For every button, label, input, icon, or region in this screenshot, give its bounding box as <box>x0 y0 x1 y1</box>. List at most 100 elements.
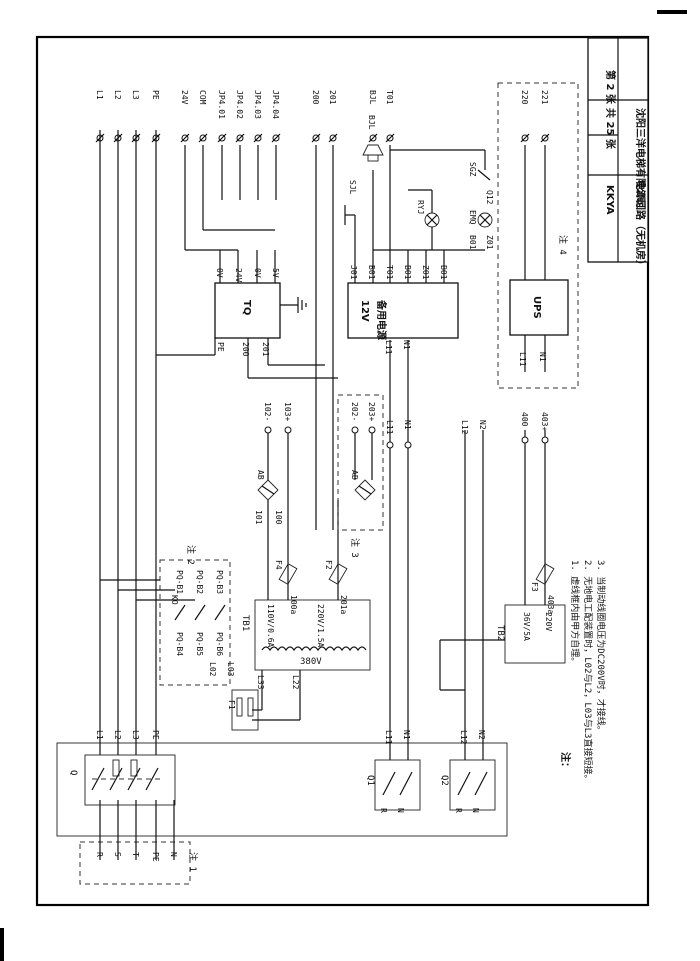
top-terminal-label: PE <box>151 90 160 100</box>
top-terminal-label: COM <box>198 90 207 105</box>
label-q12: Q12 <box>485 190 494 205</box>
top-terminal-slash <box>198 133 208 143</box>
terminal-400: 400 <box>520 412 529 427</box>
label-l02: L02 <box>208 662 217 677</box>
label-b01-d: B01 <box>468 235 477 250</box>
q1-r: R <box>379 808 388 813</box>
top-terminal-label: 221 <box>540 90 549 105</box>
label-z01-b: Z01 <box>485 235 494 250</box>
notes-heading: 注： <box>559 752 572 772</box>
tb1-primary: 380V <box>300 657 322 667</box>
top-terminal-label: 201 <box>328 90 337 105</box>
label-bjl: BJL <box>367 115 376 130</box>
terminal-t: T <box>131 852 140 857</box>
top-terminal-slash <box>368 133 378 143</box>
note-1: 1. 虚线框内由甲方自理。 <box>569 560 581 666</box>
top-terminal-slash <box>540 133 550 143</box>
label-pq-b5: PQ-B5 <box>195 632 204 656</box>
tb1-name: TB1 <box>240 615 250 631</box>
note-tag-4: 注 4 <box>557 235 569 255</box>
backup-j01: J01 <box>349 265 358 280</box>
backup-power: 12V 备用电源 J01 B01 T01 B01 Z01 B01 L11 N1 … <box>344 115 494 355</box>
drawing-name: 电源回路（无机房） <box>634 180 647 270</box>
q1-l11: L11 <box>384 730 393 745</box>
terminal-r: R <box>95 852 104 857</box>
rectifier-ab1: AB 101 100 102- 103+ <box>254 402 292 600</box>
label-l22: L22 <box>291 675 300 690</box>
tq-pe: PE <box>216 342 225 352</box>
ups-block: UPS L11 N1 注 4 <box>497 82 579 389</box>
label-pq-b4: PQ-B4 <box>175 632 184 656</box>
tb1-sec1: 110V/0.6A <box>266 604 275 648</box>
label-100a: 100a <box>289 595 298 614</box>
label-l2: L2 <box>113 730 122 740</box>
backup-subtitle: 备用电源 <box>375 299 388 340</box>
label-201a: 201a <box>339 595 348 614</box>
label-ryj: RYJ <box>416 200 425 214</box>
rectifier-ab2: AB 202- 203+ 注 3 <box>337 394 384 558</box>
backup-b01: B01 <box>367 265 376 280</box>
label-l1: L1 <box>95 730 104 740</box>
terminal-s: S <box>113 852 122 857</box>
terminal-403: 403+ <box>540 412 549 431</box>
label-sgz: SGZ <box>468 162 477 177</box>
l11-n1-wires: L11 N1 L12 N2 <box>385 340 487 760</box>
power-unit-tq: TQ 0V 24V 0V 5V PE 200 201 <box>184 145 338 530</box>
top-terminal-slash <box>520 133 530 143</box>
top-terminal-label: L1 <box>95 90 104 100</box>
label-pq-b3: PQ-B3 <box>215 570 224 594</box>
label-403a: 403a <box>546 595 555 614</box>
mid-l11: L11 <box>385 420 394 435</box>
fuses-tb1: F4 F2 100a 201a <box>274 505 348 614</box>
q2-n: N <box>471 808 480 813</box>
transformer-tb2: TB2 36V/5A 220V F3 403a 400 403+ <box>439 412 566 691</box>
backup-title: 12V <box>359 300 370 322</box>
label-f2: F2 <box>324 560 333 570</box>
breaker-q1: Q1 R N L11 N1 <box>365 730 421 813</box>
top-terminal-label: L3 <box>131 90 140 100</box>
top-terminal-slash <box>328 133 338 143</box>
top-terminal-label: JP4.04 <box>271 90 280 119</box>
label-pq-b2: PQ-B2 <box>195 570 204 594</box>
notes-block: 注： 1. 虚线框内由甲方自理。 2. 无地电工配装置时，L02与L2，L03与… <box>559 560 607 783</box>
top-terminal-slash <box>253 133 263 143</box>
label-pq-b1: PQ-B1 <box>175 570 184 594</box>
label-f1: F1 <box>227 700 236 710</box>
label-l3: L3 <box>131 730 140 740</box>
terminal-n: N <box>169 852 178 857</box>
note-tag-3: 注 3 <box>349 538 361 558</box>
title-block: 第 2 张 共 25 张 沈阳三洋电梯有限公司 KKYA 电源回路（无机房） <box>587 37 649 270</box>
ups-l11: L11 <box>518 352 527 367</box>
top-terminal-label: L2 <box>113 90 122 100</box>
corner-mark <box>0 928 4 961</box>
mid-n2: N2 <box>478 420 487 430</box>
label-pq-b6: PQ-B6 <box>215 632 224 656</box>
note-3: 3. 当制动线圈电压为DC200V时，才接线。 <box>595 560 607 735</box>
top-terminal-label: JP4.03 <box>253 90 262 119</box>
top-terminal-slash <box>271 133 281 143</box>
terminal-203: 203+ <box>367 402 376 421</box>
top-terminal-label: BJL <box>368 90 377 105</box>
drawing-code: KKYA <box>604 185 615 215</box>
ups-name: UPS <box>531 296 542 319</box>
top-terminal-label: 24V <box>180 90 189 105</box>
breaker-q2: Q2 R N L12 N2 <box>439 730 496 813</box>
note-2: 2. 无地电工配装置时，L02与L2，L03与L3直接短接。 <box>582 560 594 783</box>
terminal-103: 103+ <box>283 402 292 421</box>
top-terminal-slash <box>235 133 245 143</box>
q1-n: N <box>396 808 405 813</box>
tb2-secondary: 36V/5A <box>522 612 531 641</box>
backup-n1: N1 <box>402 340 411 350</box>
top-terminal-slash <box>385 133 395 143</box>
top-terminal-label: T01 <box>385 90 394 105</box>
note-tag-1: 注 1 <box>187 852 199 872</box>
sheet-number: 第 2 张 <box>604 70 617 105</box>
label-q2: Q2 <box>439 775 449 786</box>
tq-201: 201 <box>261 342 270 357</box>
tb2-name: TB2 <box>495 625 505 641</box>
ups-n1: N1 <box>538 352 547 362</box>
q1-n1: N1 <box>402 730 411 740</box>
top-terminal-label: 220 <box>520 90 529 105</box>
